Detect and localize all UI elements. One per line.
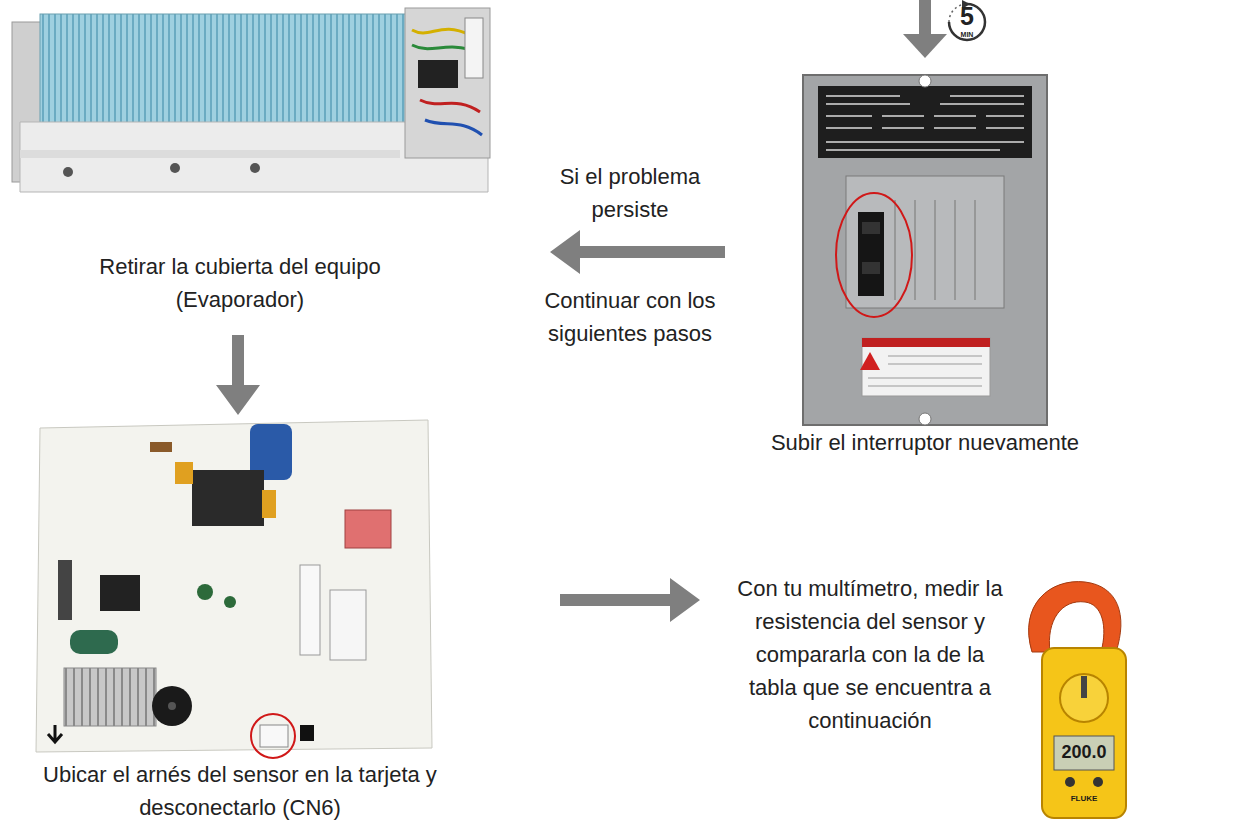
pcb-illustration: [36, 420, 432, 758]
step-caption: Retirar la cubierta del equipo (Evaporad…: [80, 250, 400, 316]
flow-arrow: [550, 230, 725, 274]
step-region: Con tu multímetro, medir la resistencia …: [700, 560, 1160, 827]
brand-mark: FLUKE: [1054, 794, 1114, 804]
wait-indicator: [903, 0, 985, 58]
step-region: Retirar la cubierta del equipo (Evaporad…: [0, 0, 550, 335]
flow-arrow: [216, 335, 260, 415]
step-caption: Subir el interruptor nuevamente: [725, 426, 1125, 459]
evaporator-illustration: [12, 8, 490, 192]
flow-arrow: [560, 578, 700, 622]
step-region: Subir el interruptor nuevamente: [725, 0, 1155, 470]
meter-display: 200.0: [1054, 740, 1114, 765]
minutes-number: 5: [952, 1, 982, 31]
clamp-meter-illustration: [1029, 582, 1126, 818]
breaker-panel-illustration: [803, 75, 1047, 425]
minutes-unit: MIN: [952, 31, 982, 39]
step-region: Ubicar el arnés del sensor en la tarjeta…: [0, 415, 560, 827]
step-caption: Con tu multímetro, medir la resistencia …: [735, 572, 1005, 737]
arrow-label: Si el problema persiste: [535, 160, 725, 226]
flow-note: Continuar con los siguientes pasos: [535, 284, 725, 350]
step-caption: Ubicar el arnés del sensor en la tarjeta…: [20, 758, 460, 824]
